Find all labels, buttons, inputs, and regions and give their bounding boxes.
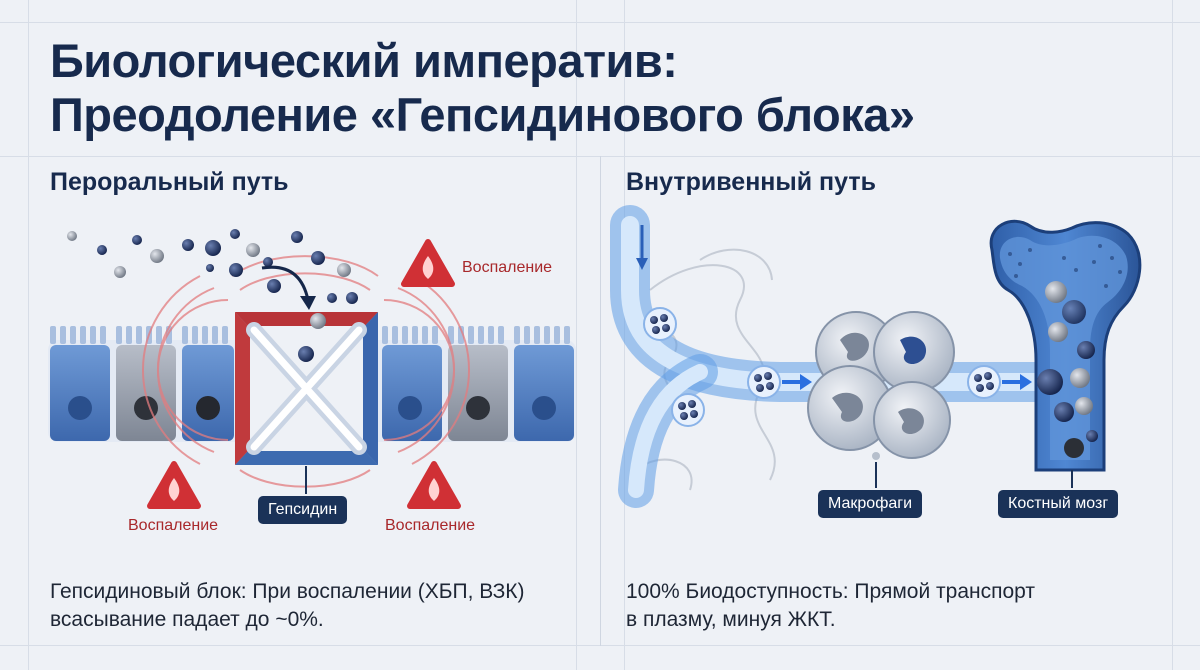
grid-line bbox=[1172, 0, 1173, 670]
macrophages-tag: Макрофаги bbox=[818, 490, 923, 518]
iron-complex-cluster bbox=[967, 365, 1001, 399]
fire-warning-icon bbox=[407, 461, 461, 509]
inflammation-label: Воспаление bbox=[462, 259, 552, 276]
oral-caption-line-2: всасывание падает до ~0%. bbox=[50, 608, 324, 631]
oral-route-heading: Пероральный путь bbox=[50, 168, 289, 196]
grid-line bbox=[28, 0, 29, 670]
iron-particles bbox=[67, 229, 358, 304]
title-line-2: Преодоление «Гепсидинового блока» bbox=[50, 88, 915, 141]
inflammation-label: Воспаление bbox=[385, 517, 475, 534]
iv-route-caption: 100% Биодоступность: Прямой транспорт в … bbox=[626, 578, 1035, 634]
iron-complex-cluster bbox=[671, 393, 705, 427]
iv-caption-line-2: в плазму, минуя ЖКТ. bbox=[626, 608, 836, 631]
oral-caption-line-1: Гепсидиновый блок: При воспалении (ХБП, … bbox=[50, 580, 525, 603]
bone-marrow-tag: Костный мозг bbox=[998, 490, 1119, 518]
macrophage-cluster bbox=[807, 311, 955, 488]
title-line-1: Биологический императив: bbox=[50, 34, 678, 87]
fire-warning-icon bbox=[147, 461, 201, 509]
inflammation-label: Воспаление bbox=[128, 517, 218, 534]
hepcidin-block bbox=[235, 312, 378, 465]
grid-line bbox=[576, 0, 577, 670]
iron-complex-cluster bbox=[747, 365, 781, 399]
flow-arrow-head bbox=[300, 296, 316, 310]
panel-divider bbox=[600, 156, 601, 646]
fire-warning-icon bbox=[401, 239, 455, 287]
page-title: Биологический императив: Преодоление «Ге… bbox=[50, 34, 915, 142]
grid-line bbox=[0, 22, 1200, 23]
iv-route-heading: Внутривенный путь bbox=[626, 168, 876, 196]
oral-route-caption: Гепсидиновый блок: При воспалении (ХБП, … bbox=[50, 578, 525, 634]
bone-marrow bbox=[989, 219, 1142, 488]
iron-complex-cluster bbox=[643, 307, 677, 341]
flow-arrow-icon bbox=[261, 265, 310, 301]
flow-arrow-icon bbox=[782, 374, 1032, 390]
hepcidin-tag: Гепсидин bbox=[258, 496, 348, 524]
iv-caption-line-1: 100% Биодоступность: Прямой транспорт bbox=[626, 580, 1035, 603]
